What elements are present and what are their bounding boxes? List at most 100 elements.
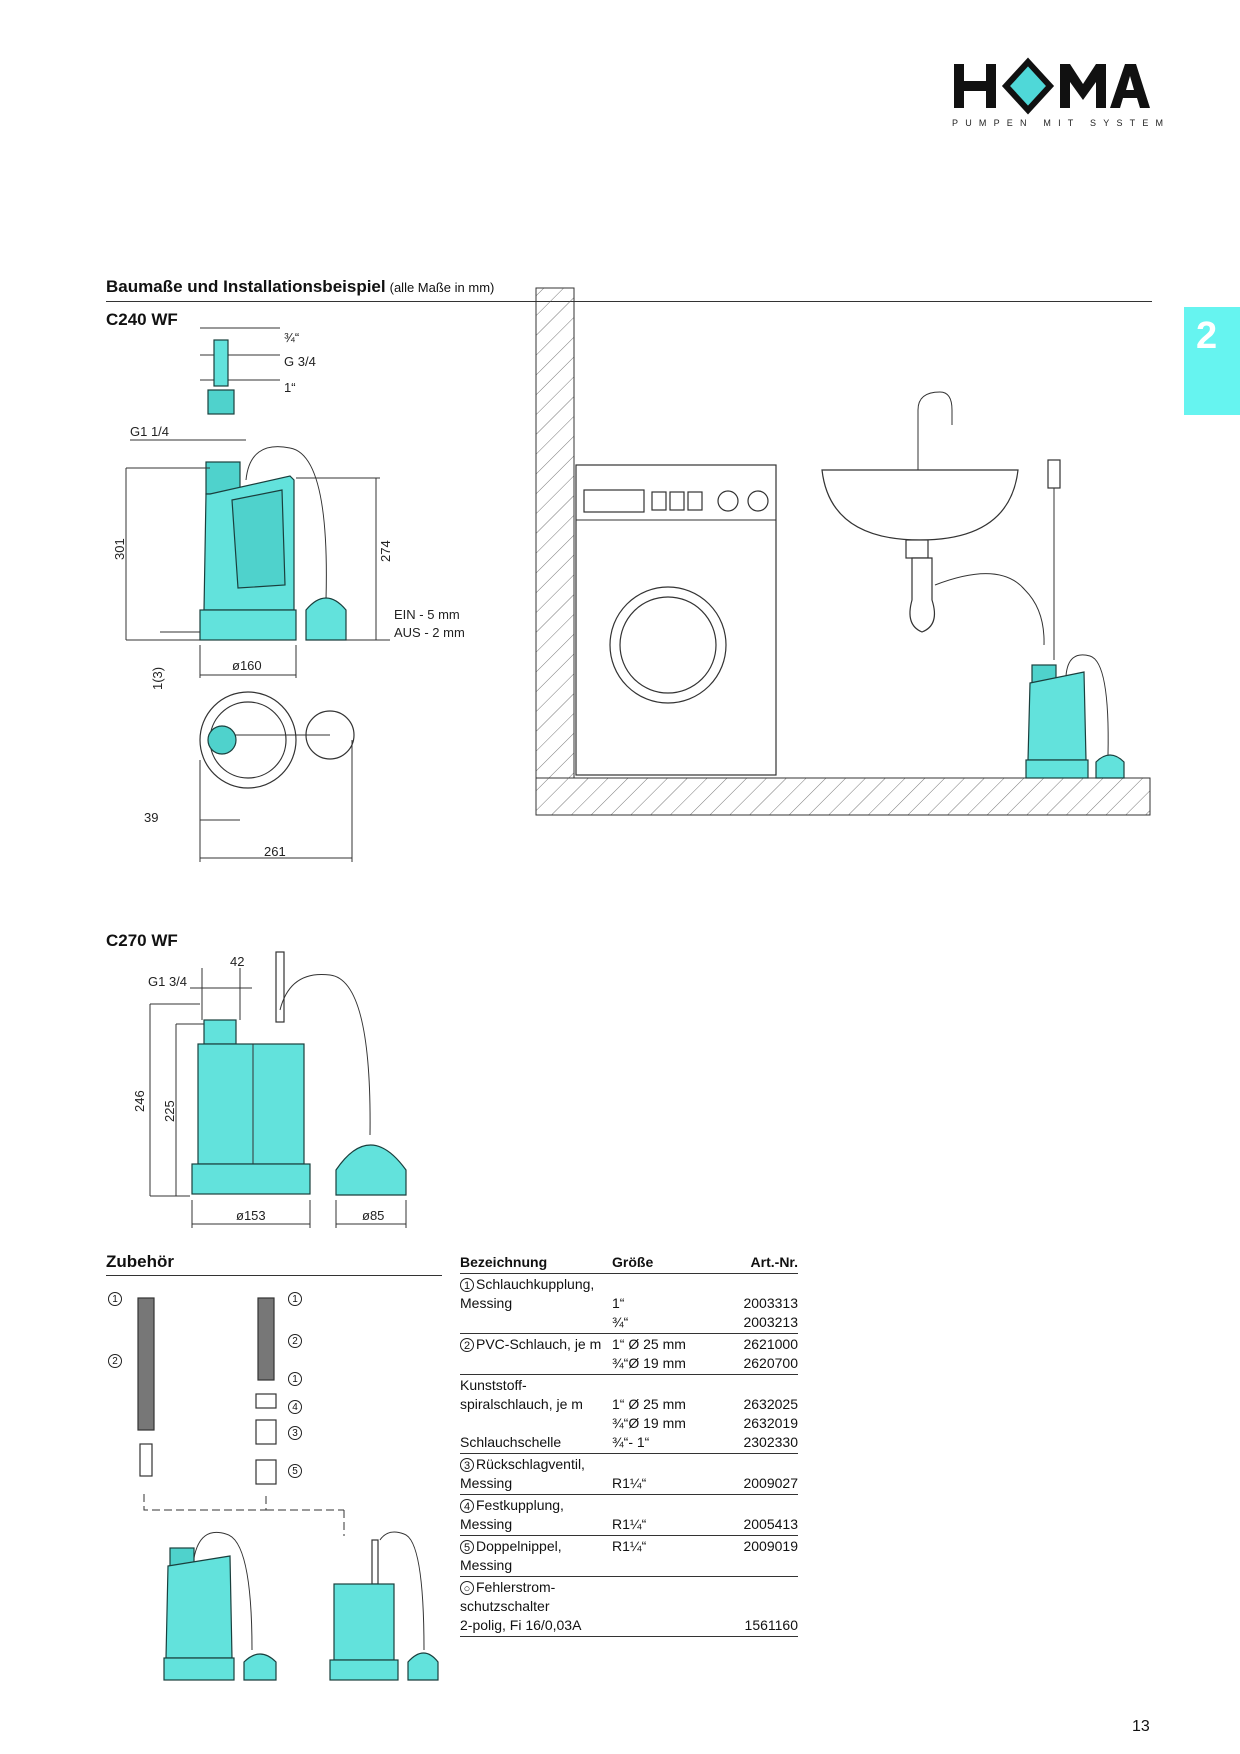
cell-artnr: 2009027 [720,1473,798,1495]
cell-bezeichnung: 2-polig, Fi 16/0,03A [460,1615,612,1637]
cell-text: 1“ Ø 25 mm [612,1396,686,1412]
section-title-text: Baumaße und Installationsbeispiel [106,277,386,296]
cell-groesse: 1“ Ø 25 mm [612,1394,720,1413]
cell-artnr: 2632019 [720,1413,798,1432]
cell-artnr: 2302330 [720,1432,798,1454]
cell-text: 2632025 [743,1396,798,1412]
brand-tagline: PUMPEN MIT SYSTEM [952,118,1171,128]
cell-groesse: R1¼“ [612,1473,720,1495]
cell-bezeichnung [460,1413,612,1432]
cell-text: Doppelnippel, [476,1538,562,1554]
col-bezeichnung: Bezeichnung [460,1254,612,1274]
acc-label-1a: 1 [108,1292,122,1306]
table-row: schutzschalter [460,1596,798,1615]
item-number-badge: 4 [460,1499,474,1513]
cell-text: Messing [460,1516,513,1532]
dim-width-261: 261 [264,844,286,859]
cell-bezeichnung: ○Fehlerstrom- [460,1577,612,1597]
cell-text: Messing [460,1557,513,1573]
cell-text: Fehlerstrom- [476,1579,556,1595]
dim-three-quarter: ¾“ [284,330,300,345]
cell-groesse: 1“ Ø 25 mm [612,1334,720,1354]
cell-text: Schlauchkupplung, [476,1276,595,1292]
cell-text: PVC-Schlauch, je m [476,1336,602,1352]
cell-groesse [612,1274,720,1294]
cell-groesse [612,1375,720,1395]
cell-text: Schlauchschelle [460,1434,562,1450]
cell-text: Rückschlagventil, [476,1456,585,1472]
cell-bezeichnung: spiralschlauch, je m [460,1394,612,1413]
cell-text: 2009019 [743,1538,798,1554]
c240-title: C240 WF [106,310,178,329]
cell-groesse [612,1495,720,1515]
cell-text: 2632019 [743,1415,798,1431]
table-row: Kunststoff- [460,1375,798,1395]
accessories-divider [106,1275,442,1276]
cell-text: 2003213 [743,1314,798,1330]
cell-bezeichnung: Schlauchschelle [460,1432,612,1454]
cell-artnr [720,1596,798,1615]
cell-artnr [720,1555,798,1577]
cell-text: R1¼“ [612,1516,647,1532]
cell-artnr: 2621000 [720,1334,798,1354]
dim-diameter-160: ø160 [232,658,262,673]
acc-label-1b: 1 [288,1292,302,1306]
item-number-badge: 3 [460,1458,474,1472]
cell-groesse [612,1577,720,1597]
c270-drawing [149,951,407,1228]
dim-width-39: 39 [144,810,159,825]
cell-text: Kunststoff- [460,1377,527,1393]
cell-text: ¾“Ø 19 mm [612,1355,686,1371]
cell-artnr: 2009019 [720,1536,798,1556]
acc-label-5: 5 [288,1464,302,1478]
dim-g-three-quarter: G 3/4 [284,354,316,369]
dim-diameter-85: ø85 [362,1208,385,1223]
col-artnr: Art.-Nr. [720,1254,798,1274]
cell-groesse: ¾“ [612,1312,720,1334]
table-row: Schlauchschelle ¾“- 1“ 2302330 [460,1432,798,1454]
cell-artnr [720,1375,798,1395]
cell-bezeichnung [460,1353,612,1375]
dim-ein: EIN - 5 mm [394,607,460,622]
dim-g134: G1 3/4 [148,974,188,989]
dim-one-inch: 1“ [284,380,296,395]
cell-text: 2009027 [743,1475,798,1491]
cell-groesse: 1“ [612,1293,720,1312]
cell-groesse [612,1596,720,1615]
homa-wordmark [954,57,1150,115]
cell-bezeichnung: schutzschalter [460,1596,612,1615]
cell-groesse: R1¼“ [612,1514,720,1536]
page-number: 13 [1132,1718,1150,1735]
cell-artnr: 1561160 [720,1615,798,1637]
cell-artnr [720,1495,798,1515]
cell-artnr: 2620700 [720,1353,798,1375]
cell-text: 2005413 [743,1516,798,1532]
cell-text: R1¼“ [612,1475,647,1491]
cell-groesse: ¾“Ø 19 mm [612,1353,720,1375]
cell-artnr: 2632025 [720,1394,798,1413]
c270-title: C270 WF [106,931,178,950]
cell-bezeichnung: Messing [460,1514,612,1536]
cell-text: 1“ Ø 25 mm [612,1336,686,1352]
dim-diameter-153: ø153 [236,1208,266,1223]
cell-artnr: 2003313 [720,1293,798,1312]
cell-text: 2302330 [743,1434,798,1450]
table-row: 2-polig, Fi 16/0,03A 1561160 [460,1615,798,1637]
cell-groesse: ¾“- 1“ [612,1432,720,1454]
cell-text: Festkupplung, [476,1497,564,1513]
acc-label-4: 4 [288,1400,302,1414]
cell-text: ¾“Ø 19 mm [612,1415,686,1431]
cell-artnr [720,1454,798,1474]
chapter-number: 2 [1196,315,1218,357]
item-number-badge: 2 [460,1338,474,1352]
cell-artnr: 2005413 [720,1514,798,1536]
